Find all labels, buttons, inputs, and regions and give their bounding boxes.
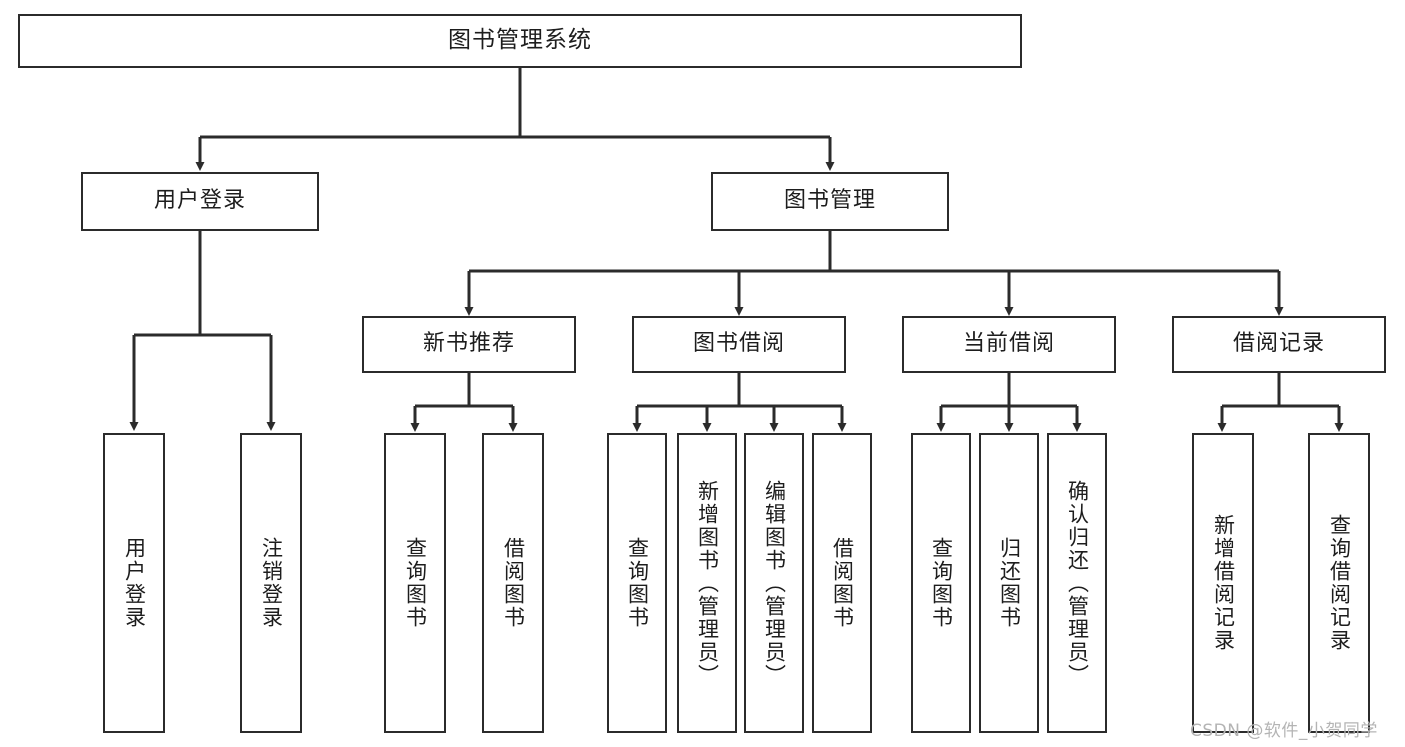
leaf-return-book[interactable]: 归还图书 [979,433,1039,733]
leaf-borrow-book-2[interactable]: 借阅图书 [812,433,872,733]
node-user-login[interactable]: 用户登录 [81,172,319,231]
leaf-edit-book[interactable]: 编辑图书（管理员） [744,433,804,733]
csdn-watermark: CSDN @软件_小贺同学 [1190,721,1378,741]
node-root[interactable]: 图书管理系统 [18,14,1022,68]
leaf-confirm-return[interactable]: 确认归还（管理员） [1047,433,1107,733]
leaf-user-login[interactable]: 用户登录 [103,433,165,733]
leaf-query-record[interactable]: 查询借阅记录 [1308,433,1370,733]
leaf-add-record[interactable]: 新增借阅记录 [1192,433,1254,733]
leaf-query-book-2[interactable]: 查询图书 [607,433,667,733]
leaf-query-book-3[interactable]: 查询图书 [911,433,971,733]
leaf-add-book[interactable]: 新增图书（管理员） [677,433,737,733]
leaf-borrow-book-1[interactable]: 借阅图书 [482,433,544,733]
leaf-user-logout[interactable]: 注销登录 [240,433,302,733]
leaf-query-book-1[interactable]: 查询图书 [384,433,446,733]
node-new-book-rec[interactable]: 新书推荐 [362,316,576,373]
node-book-manage[interactable]: 图书管理 [711,172,949,231]
node-current-borrow[interactable]: 当前借阅 [902,316,1116,373]
node-book-borrow[interactable]: 图书借阅 [632,316,846,373]
node-borrow-record[interactable]: 借阅记录 [1172,316,1386,373]
